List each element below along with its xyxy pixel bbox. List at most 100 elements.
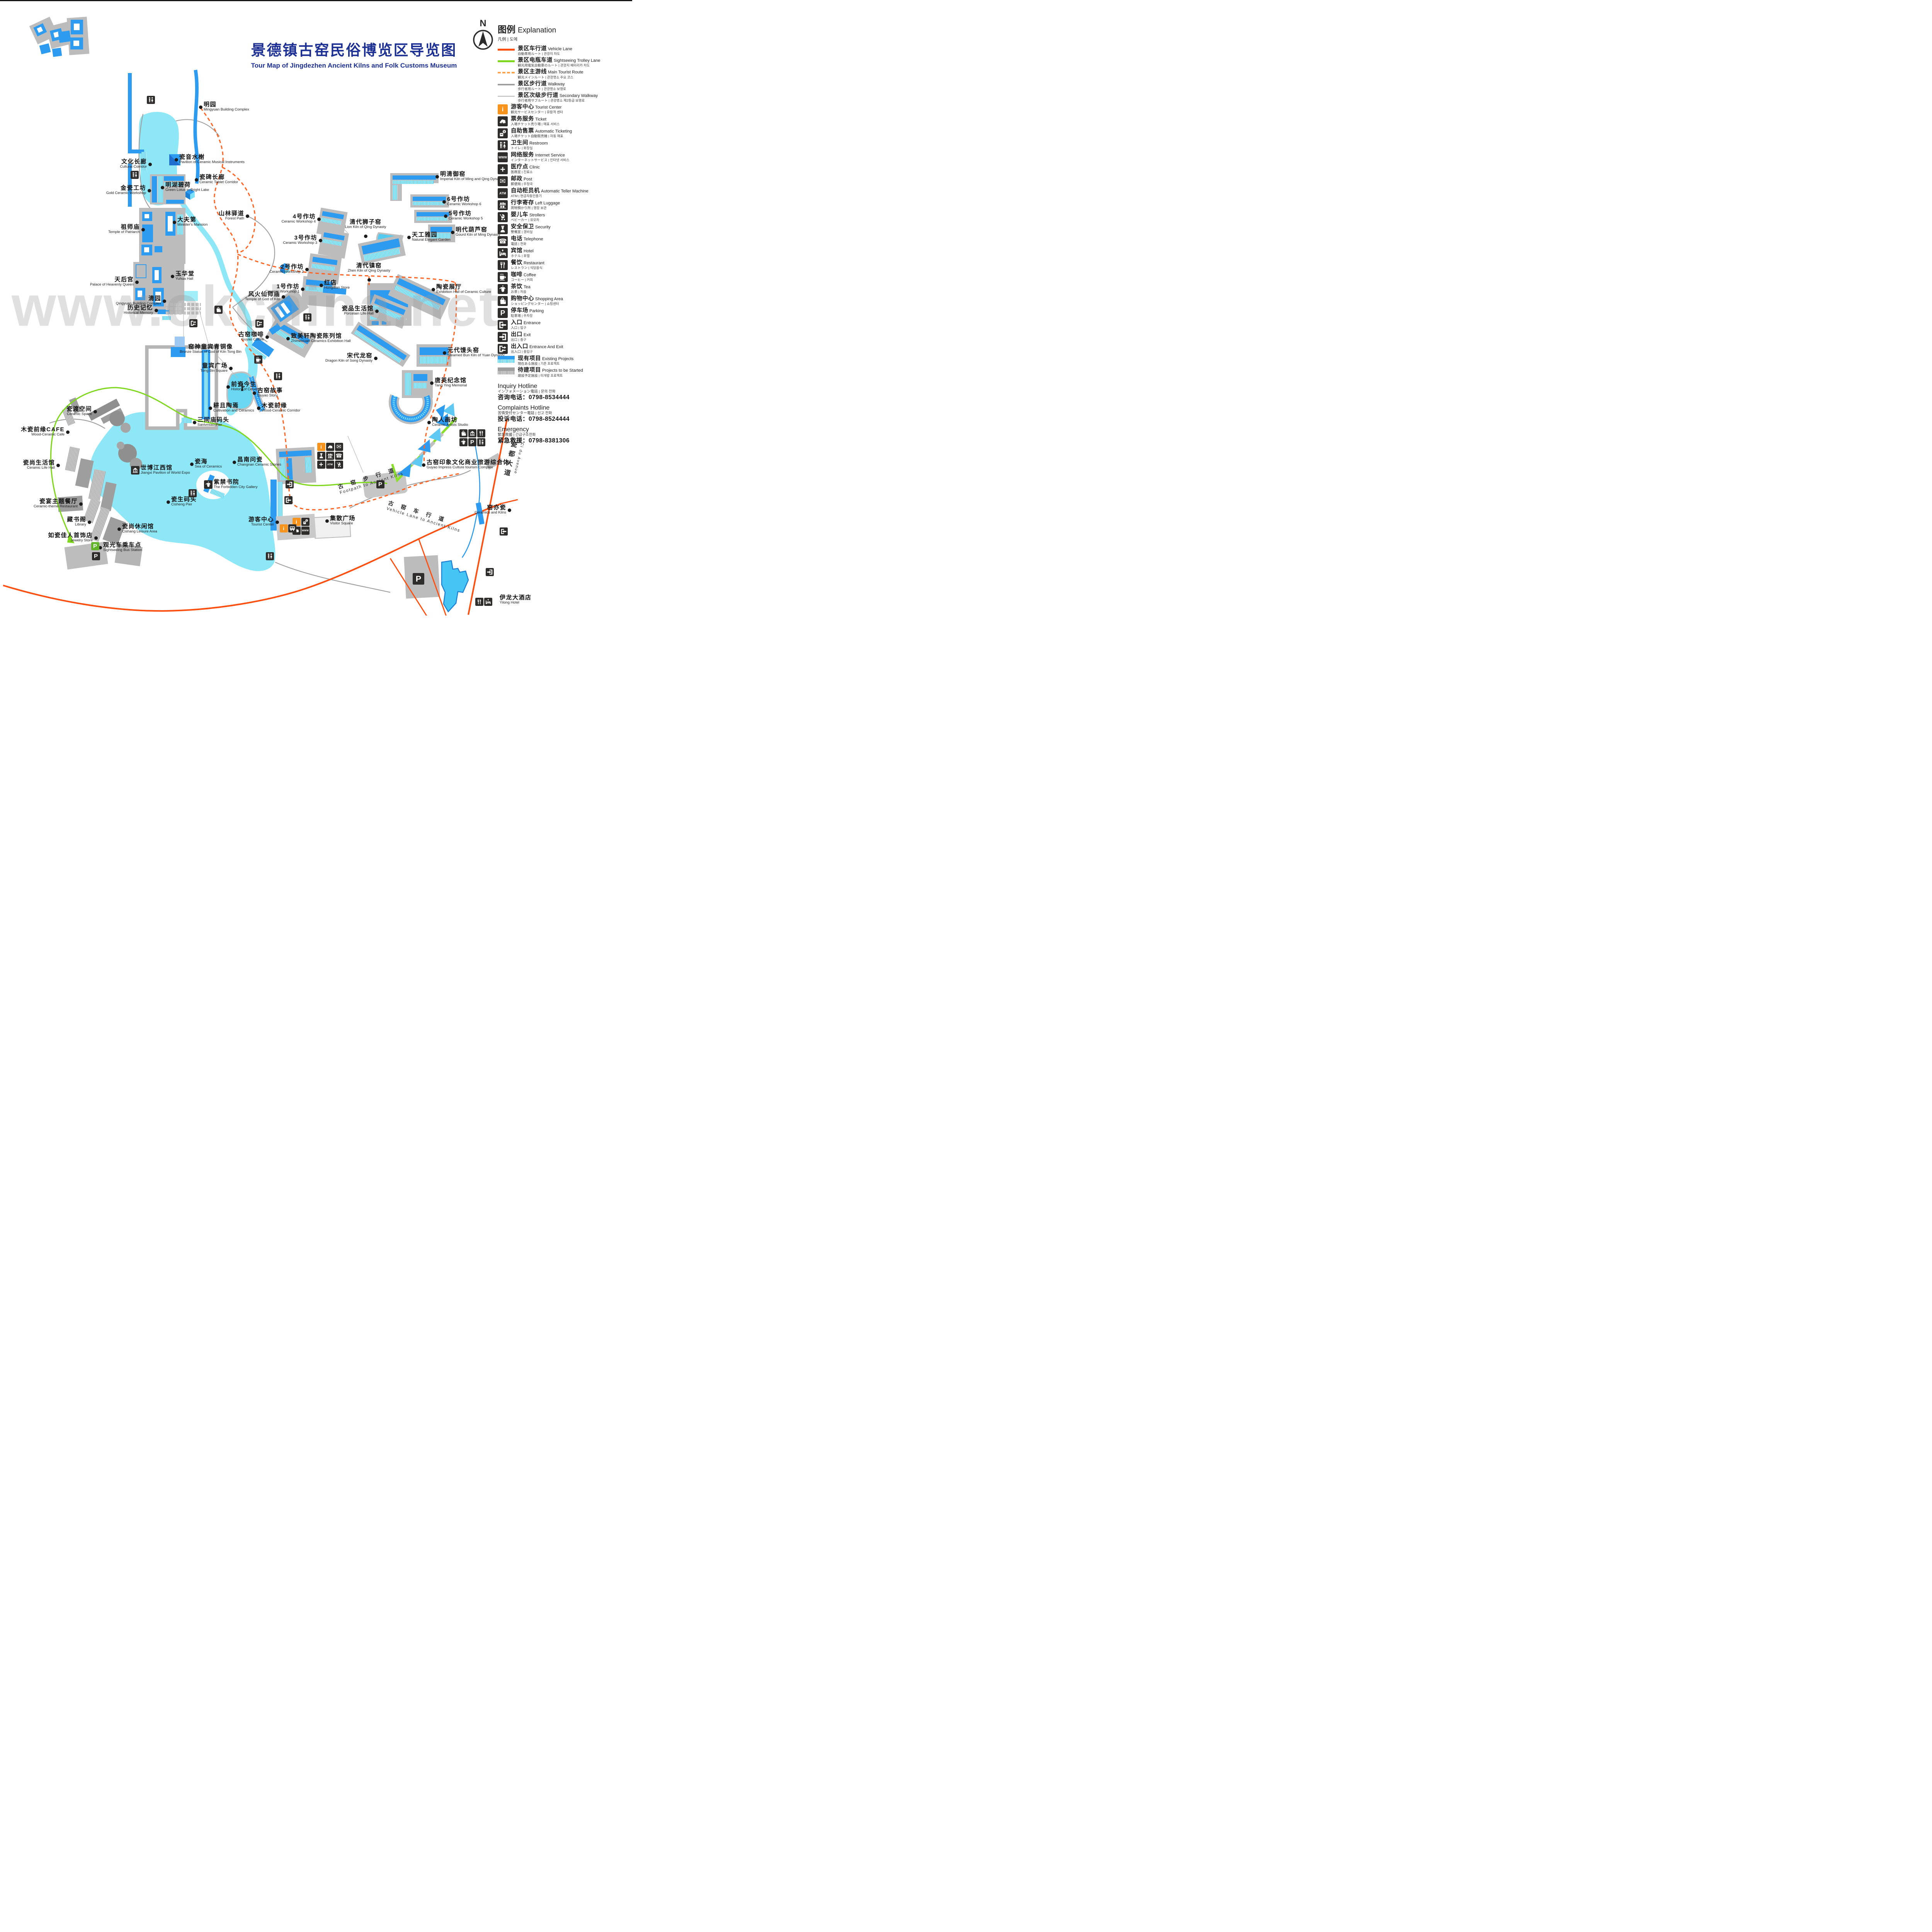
buildings-existing [29, 17, 469, 613]
ticket-icon [498, 116, 508, 127]
exit-icon [498, 332, 508, 342]
post-icon: ✉ [498, 176, 508, 187]
legend-subtitle: 凡例 | 도에 [498, 37, 518, 42]
map-canvas [3, 17, 518, 616]
compass-icon [473, 30, 493, 50]
guyao-impress-buildings [391, 403, 458, 483]
compass-north-indicator: N [471, 18, 495, 53]
tour-map-stage: www.okchina.net 景德镇古窑民俗博览区导览图 Tour Map o… [0, 0, 632, 616]
both-icon [498, 344, 508, 354]
atm-icon: ATM [498, 188, 508, 199]
info-icon: i [498, 104, 508, 115]
stream-line [461, 441, 480, 558]
cidu-avenue-path [468, 419, 508, 615]
water-bodies [89, 112, 404, 571]
page-title: 景德镇古窑民俗博览区导览图 Tour Map of Jingdezhen Anc… [230, 38, 478, 70]
title-english: Tour Map of Jingdezhen Ancient Kilns and… [251, 62, 457, 69]
vehicle-branch-2 [389, 558, 427, 616]
restroom-icon [498, 140, 508, 151]
legend-title-zh: 图例 [498, 24, 515, 34]
vehicle-branch-1 [418, 538, 447, 616]
hotel-icon [498, 248, 508, 259]
legend-title-en: Explanation [518, 26, 556, 34]
www-icon: WWW [498, 152, 508, 163]
vehicle-lane-path [3, 503, 502, 612]
title-chinese: 景德镇古窑民俗博览区导览图 [251, 43, 457, 59]
luggage-icon [498, 200, 508, 211]
parking-icon: P [498, 308, 508, 318]
vehicle-branch-3 [501, 499, 518, 504]
shopping-icon [498, 296, 508, 306]
enter-icon [498, 320, 508, 330]
stroller-icon [498, 212, 508, 223]
phone-icon: ☎ [498, 236, 508, 247]
buildings-planned [57, 397, 503, 599]
restaurant-icon [498, 260, 508, 270]
tea-icon [498, 284, 508, 294]
clinic-icon: + [498, 164, 508, 175]
guard-icon [498, 224, 508, 235]
coffee-icon [498, 272, 508, 282]
